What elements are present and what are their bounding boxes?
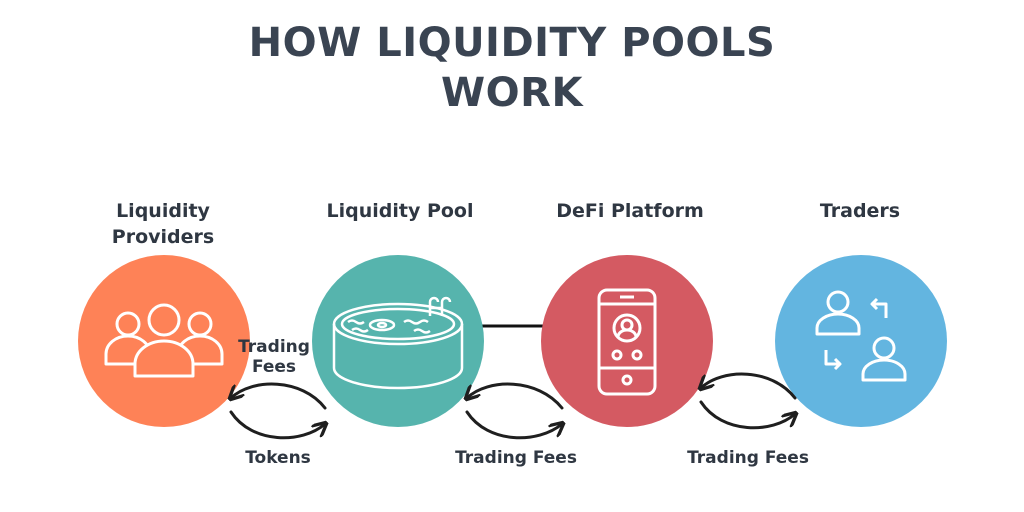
pool-icon (332, 296, 464, 390)
arrow-traders-to-platform (701, 372, 797, 400)
pool-label: Liquidity Pool (326, 200, 474, 222)
providers-label-line-1: Liquidity (116, 200, 210, 222)
page-title: HOW LIQUIDITY POOLS WORK (0, 18, 1024, 118)
flow-label-trading-fees-line-2: Fees (251, 357, 297, 377)
platform-label: DeFi Platform (556, 200, 704, 222)
arrow-pool-to-providers (231, 382, 327, 410)
arrow-providers-to-pool (229, 410, 325, 440)
smartphone-icon (597, 288, 657, 396)
arrow-platform-to-traders (699, 400, 795, 430)
flow-label-platform-traders: Trading Fees (687, 448, 809, 468)
arrow-pool-to-platform (465, 410, 562, 440)
title-line-2: WORK (441, 70, 583, 116)
exchange-users-icon (815, 290, 907, 382)
traders-circle (775, 255, 947, 427)
arrow-platform-to-pool (467, 382, 564, 410)
pool-circle (312, 255, 484, 427)
providers-label: Liquidity Providers (93, 198, 233, 250)
providers-label-line-2: Providers (111, 226, 215, 248)
flow-label-trading-fees-top: Trading Fees (234, 337, 314, 377)
title-line-1: HOW LIQUIDITY POOLS (248, 20, 776, 66)
flow-label-trading-fees-line-1: Trading (238, 337, 310, 357)
flow-label-tokens: Tokens (245, 448, 311, 468)
group-icon (104, 303, 224, 378)
traders-label: Traders (819, 200, 901, 222)
flow-label-pool-platform: Trading Fees (455, 448, 577, 468)
